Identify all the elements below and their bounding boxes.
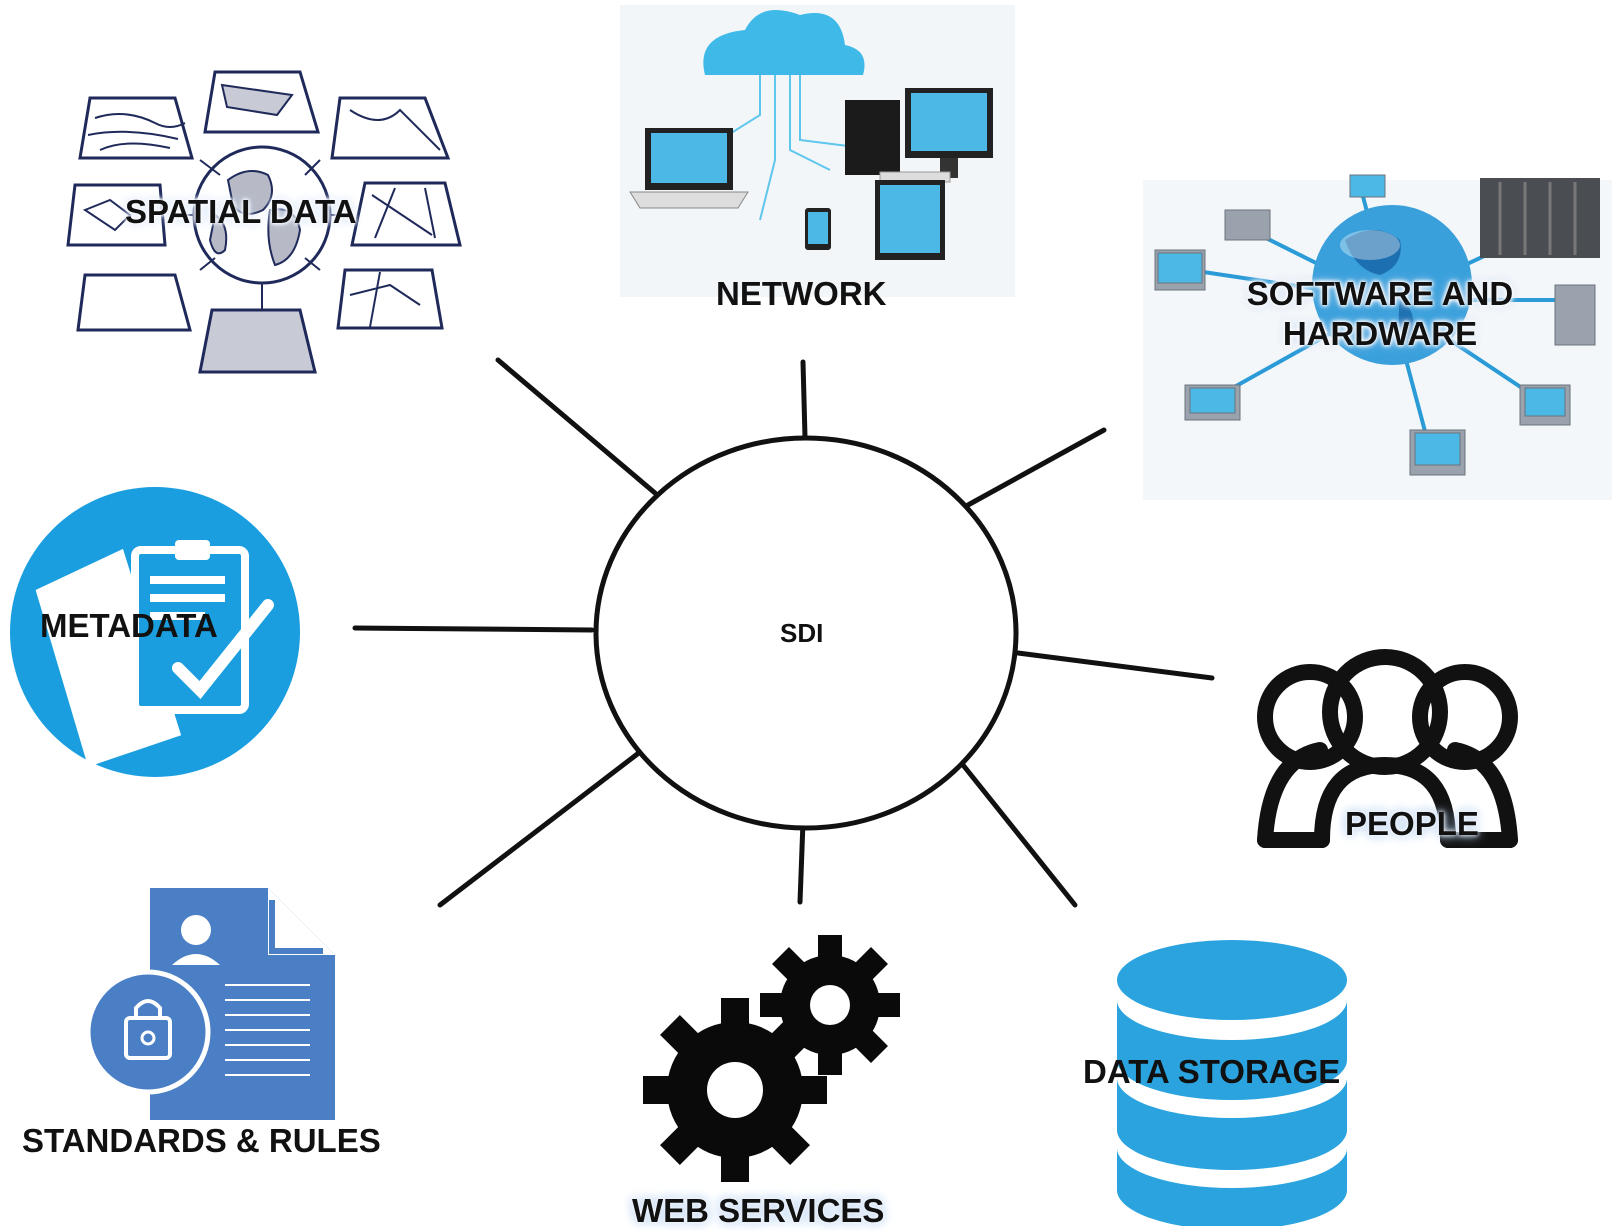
connector-software-hardware (965, 427, 1107, 508)
lock-icon (124, 1016, 172, 1060)
standards-rules-icon (85, 888, 335, 1120)
laptop-icon (1224, 209, 1271, 241)
connector-data-storage (960, 762, 1078, 908)
server-rack-icon (1480, 178, 1600, 258)
connector-metadata (352, 625, 595, 633)
spatial-data-label: SPATIAL DATA (125, 193, 357, 230)
desktop-tower-icon (845, 100, 900, 175)
small-gear-icon (760, 935, 900, 1075)
document-lines (225, 984, 310, 1076)
sdi-center-label: SDI (780, 618, 824, 648)
gears-icon (643, 935, 900, 1182)
spatial-data-illustration (66, 70, 462, 374)
connector-people (1015, 650, 1215, 681)
cloud-icon (703, 10, 865, 75)
people-icon (1257, 649, 1518, 848)
connector-web-services (797, 819, 806, 905)
computer-icon (1554, 284, 1596, 346)
people-label: PEOPLE (1345, 805, 1479, 842)
connector-spatial-data (495, 357, 658, 496)
web-services-label: WEB SERVICES (632, 1192, 885, 1229)
standards-rules-label: STANDARDS & RULES (22, 1122, 381, 1159)
network-label: NETWORK (716, 275, 887, 312)
software-hardware-illustration (1143, 174, 1612, 500)
data-storage-label: DATA STORAGE (1083, 1053, 1341, 1090)
database-icon (1117, 940, 1347, 1230)
software-hardware-label: SOFTWARE AND HARDWARE (1220, 275, 1540, 353)
metadata-icon (10, 487, 300, 777)
connector-lines (352, 357, 1215, 908)
sdi-center-circle (593, 435, 1019, 831)
software-hardware-label-line1: SOFTWARE AND (1246, 275, 1514, 312)
connector-standards-rules (437, 749, 643, 908)
metadata-label: METADATA (40, 607, 218, 644)
network-illustration (620, 5, 1015, 297)
software-hardware-label-line2: HARDWARE (1282, 315, 1478, 352)
connector-network (800, 359, 808, 440)
